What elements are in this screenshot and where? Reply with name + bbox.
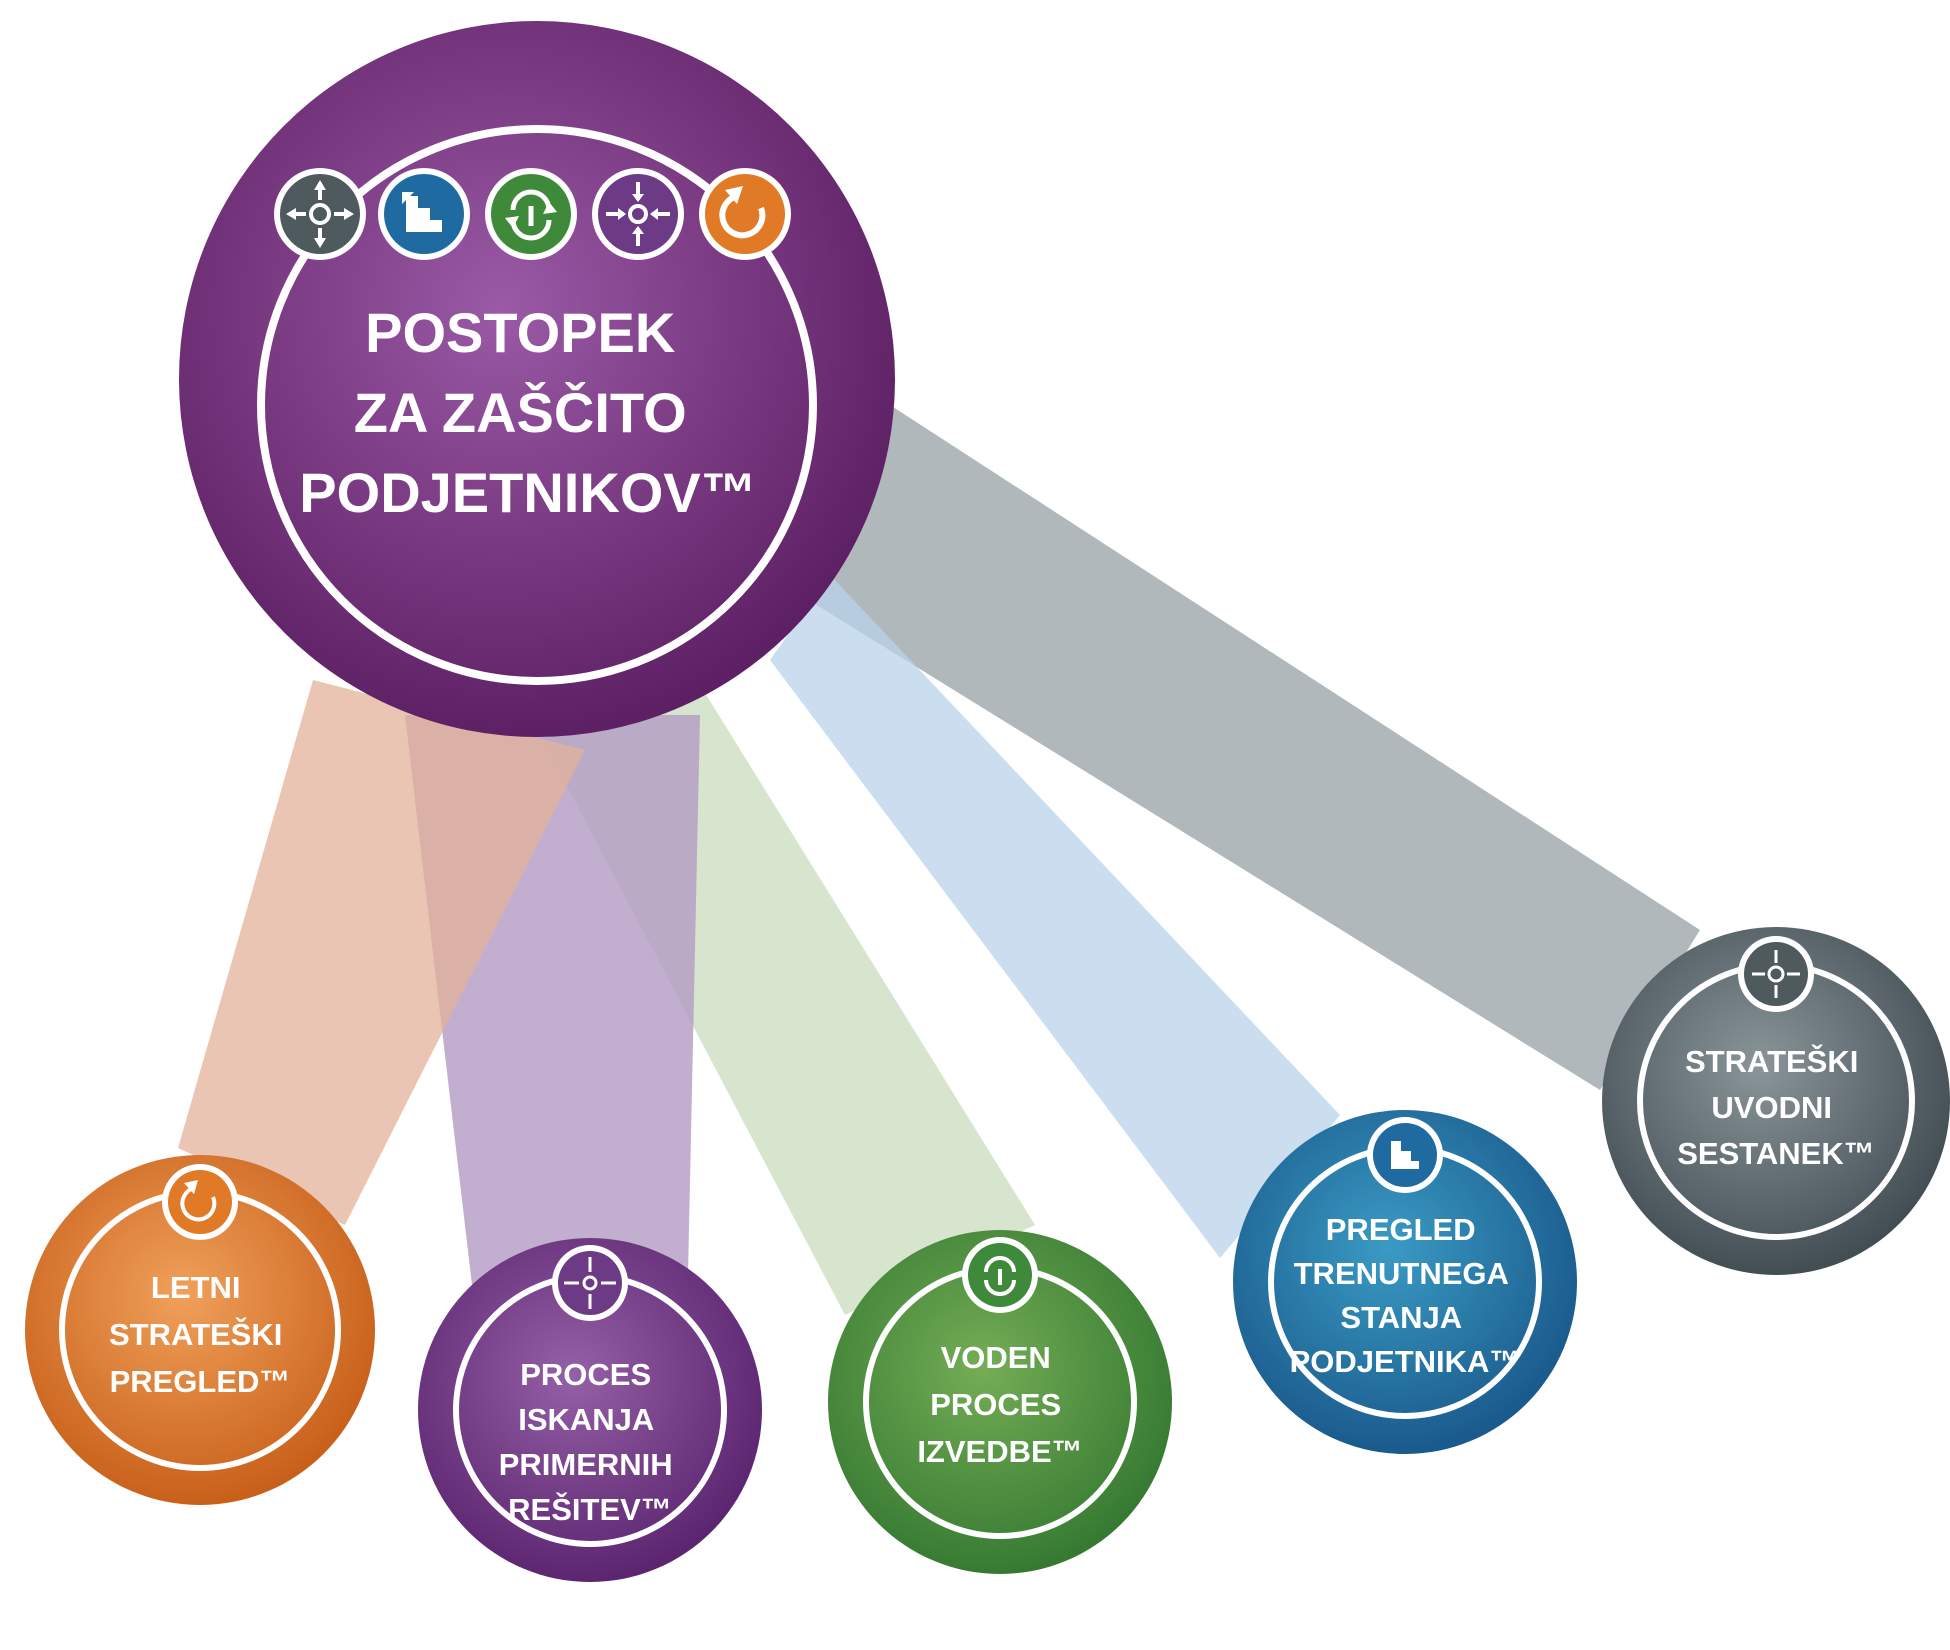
compass-cross-icon [1738, 936, 1814, 1012]
step-node-proces-iskanja: PROCES ISKANJA PRIMERNIH REŠITEV™ [418, 1238, 762, 1582]
step-label-line: PREGLED™ [110, 1364, 291, 1399]
step-label-line: PODJETNIKA™ [1290, 1344, 1521, 1379]
step-label-line: PROCES [930, 1387, 1061, 1422]
step-node-voden: VODEN PROCES IZVEDBE™ [828, 1230, 1172, 1574]
main-title: POSTOPEK ZA ZAŠČITO PODJETNIKOV™ [299, 301, 756, 524]
cycle-arrows-icon [962, 1237, 1038, 1313]
refresh-arrow-icon [699, 168, 791, 260]
step-label-line: REŠITEV™ [508, 1491, 672, 1527]
beam-letni [178, 680, 585, 1225]
step-label-line: VODEN [941, 1340, 1051, 1375]
beam-pregled [770, 575, 1340, 1258]
beam-strateski-uvodni [760, 405, 1700, 1090]
step-label-line: STANJA [1340, 1300, 1461, 1335]
refresh-arrow-icon [162, 1164, 238, 1240]
step-label-line: LETNI [151, 1270, 241, 1305]
main-title-line: PODJETNIKOV™ [299, 461, 756, 524]
stairs-icon [378, 168, 470, 260]
step-label: PROCES ISKANJA PRIMERNIH REŠITEV™ [499, 1357, 682, 1527]
step-label: VODEN PROCES IZVEDBE™ [917, 1340, 1082, 1469]
step-label-line: STRATEŠKI [109, 1316, 282, 1352]
main-title-line: ZA ZAŠČITO [354, 381, 687, 444]
step-node-strateski-uvodni: STRATEŠKI UVODNI SESTANEK™ [1602, 927, 1950, 1275]
compass-cross-icon [274, 168, 366, 260]
step-label: LETNI STRATEŠKI PREGLED™ [109, 1270, 291, 1399]
step-label: PREGLED TRENUTNEGA STANJA PODJETNIKA™ [1290, 1212, 1521, 1379]
main-node: POSTOPEK ZA ZAŠČITO PODJETNIKOV™ [179, 21, 895, 737]
step-label-line: PROCES [520, 1357, 651, 1392]
step-label-line: TRENUTNEGA [1294, 1256, 1509, 1291]
step-label-line: STRATEŠKI [1685, 1043, 1858, 1079]
beams [178, 405, 1700, 1315]
step-node-pregled: PREGLED TRENUTNEGA STANJA PODJETNIKA™ [1233, 1110, 1577, 1454]
cycle-arrows-icon [485, 168, 577, 260]
step-label-line: UVODNI [1711, 1090, 1832, 1125]
step-label-line: SESTANEK™ [1677, 1136, 1875, 1171]
converge-arrows-icon [552, 1245, 628, 1321]
step-label-line: ISKANJA [518, 1402, 654, 1437]
main-title-line: POSTOPEK [365, 301, 675, 364]
step-label-line: PREGLED [1326, 1212, 1476, 1247]
step-label-line: IZVEDBE™ [917, 1434, 1082, 1469]
step-node-letni: LETNI STRATEŠKI PREGLED™ [25, 1155, 375, 1505]
step-label: STRATEŠKI UVODNI SESTANEK™ [1677, 1043, 1875, 1171]
converge-arrows-icon [592, 168, 684, 260]
stairs-icon [1367, 1117, 1443, 1193]
step-label-line: PRIMERNIH [499, 1447, 673, 1482]
